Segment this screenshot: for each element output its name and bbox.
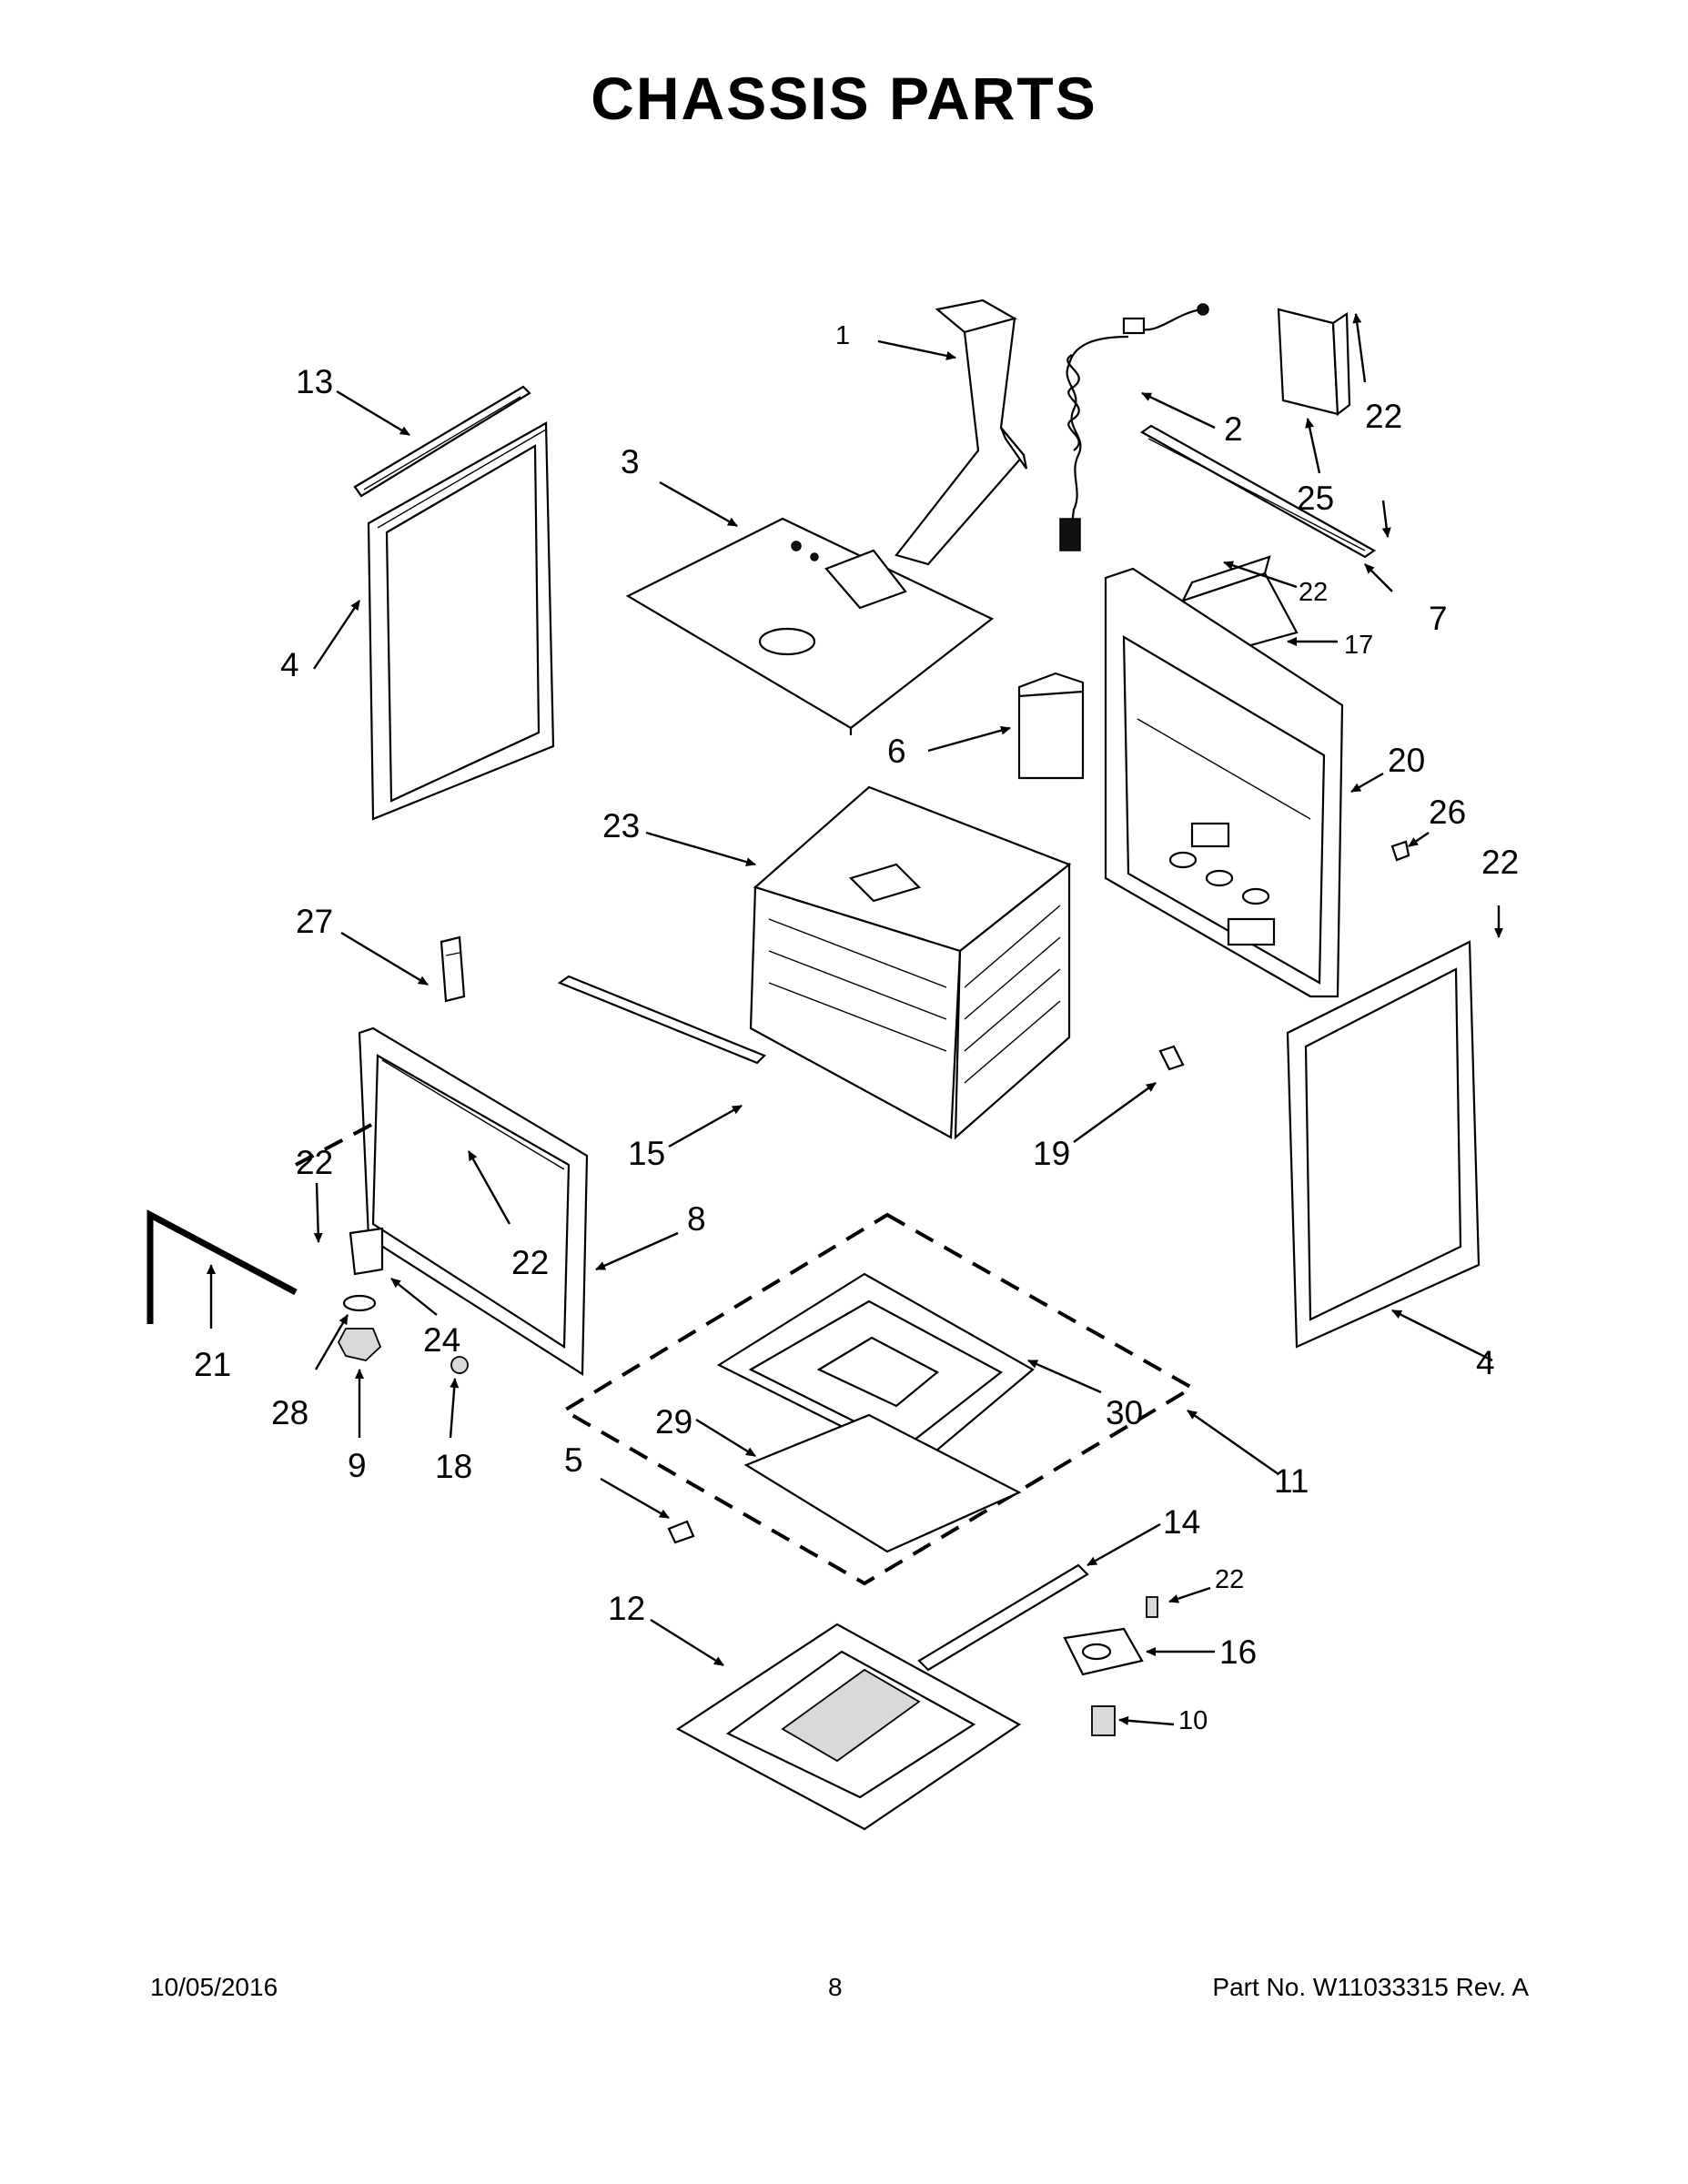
- part-26-clip: [1390, 840, 1410, 862]
- part-5-clip: [667, 1520, 695, 1544]
- callout-28: 28: [271, 1394, 308, 1431]
- part-9-leveling-leg: [337, 1328, 382, 1361]
- callout-7: 7: [1429, 600, 1448, 637]
- callout-25: 25: [1297, 480, 1334, 517]
- part-24-leveling-bracket: [349, 1227, 384, 1276]
- part-7-rail: [1139, 424, 1377, 559]
- callout-22-bracket: 22: [1299, 578, 1328, 607]
- callout-4-right: 4: [1476, 1344, 1495, 1381]
- callout-2: 2: [1224, 410, 1243, 448]
- part-29-insulation: [743, 1413, 1022, 1553]
- part-19-clip: [1158, 1045, 1185, 1071]
- callout-1: 1: [835, 321, 850, 350]
- callout-21: 21: [194, 1346, 231, 1383]
- callout-26: 26: [1429, 794, 1466, 831]
- callout-22-bottom: 22: [1215, 1565, 1244, 1594]
- callout-8: 8: [687, 1200, 706, 1238]
- callout-29: 29: [655, 1403, 692, 1441]
- part-27-bracket: [440, 935, 466, 1003]
- callout-3: 3: [621, 443, 640, 480]
- part-4-right-side-panel: [1286, 940, 1481, 1349]
- callout-10: 10: [1178, 1706, 1208, 1735]
- callout-30: 30: [1106, 1394, 1143, 1431]
- part-22-screw-bottom: [1146, 1596, 1158, 1618]
- part-23-oven-cavity: [749, 785, 1072, 1140]
- callout-14: 14: [1163, 1503, 1200, 1541]
- part-6-box: [1017, 672, 1085, 780]
- part-4-left-side-panel: [367, 421, 555, 821]
- callout-11: 11: [1274, 1462, 1309, 1500]
- part-16-foot: [1063, 1627, 1144, 1676]
- part-11-assembly-outline: [561, 1212, 1196, 1586]
- callout-22-right-panel: 22: [1481, 844, 1519, 881]
- part-18-screw: [450, 1356, 469, 1374]
- callout-22-top-right: 22: [1365, 398, 1402, 435]
- callout-16: 16: [1219, 1633, 1257, 1671]
- callout-9: 9: [348, 1447, 367, 1484]
- callout-20: 20: [1388, 742, 1425, 779]
- callout-18: 18: [435, 1448, 472, 1485]
- part-28-washer: [342, 1294, 377, 1312]
- part-15-strip: [557, 975, 766, 1065]
- part-2-power-cord: [1059, 303, 1209, 551]
- part-20-rear-panel: [1104, 567, 1344, 998]
- footer-date: 10/05/2016: [150, 1973, 278, 2001]
- part-8-front-frame: [358, 1026, 589, 1376]
- callout-17: 17: [1344, 631, 1373, 660]
- part-1-vent-duct: [895, 298, 1028, 566]
- callout-22-frame: 22: [511, 1244, 549, 1281]
- callout-19: 19: [1033, 1135, 1070, 1172]
- footer-page-number: 8: [828, 1973, 843, 2001]
- part-13-top-trim: [353, 385, 531, 498]
- callout-6: 6: [887, 733, 906, 770]
- part-25-bracket: [1277, 308, 1351, 417]
- callout-4-left: 4: [280, 646, 299, 683]
- callout-13: 13: [296, 363, 333, 400]
- leader-lines: [207, 313, 1503, 1726]
- callout-12: 12: [608, 1590, 645, 1627]
- part-3-top-panel: [625, 517, 995, 735]
- callout-27: 27: [296, 903, 333, 940]
- page-title: CHASSIS PARTS: [591, 65, 1097, 132]
- callout-15: 15: [628, 1135, 665, 1172]
- part-21-wire: [147, 1122, 374, 1324]
- part-10-leveling-leg: [1091, 1705, 1116, 1736]
- callout-5: 5: [564, 1441, 583, 1479]
- callout-22-left-screw: 22: [296, 1144, 333, 1181]
- callout-23: 23: [602, 807, 640, 844]
- footer-part-number: Part No. W11033315 Rev. A: [1212, 1973, 1529, 2001]
- callout-24: 24: [423, 1321, 460, 1359]
- part-14-rail: [917, 1563, 1089, 1672]
- part-12-bottom-panel: [675, 1623, 1022, 1831]
